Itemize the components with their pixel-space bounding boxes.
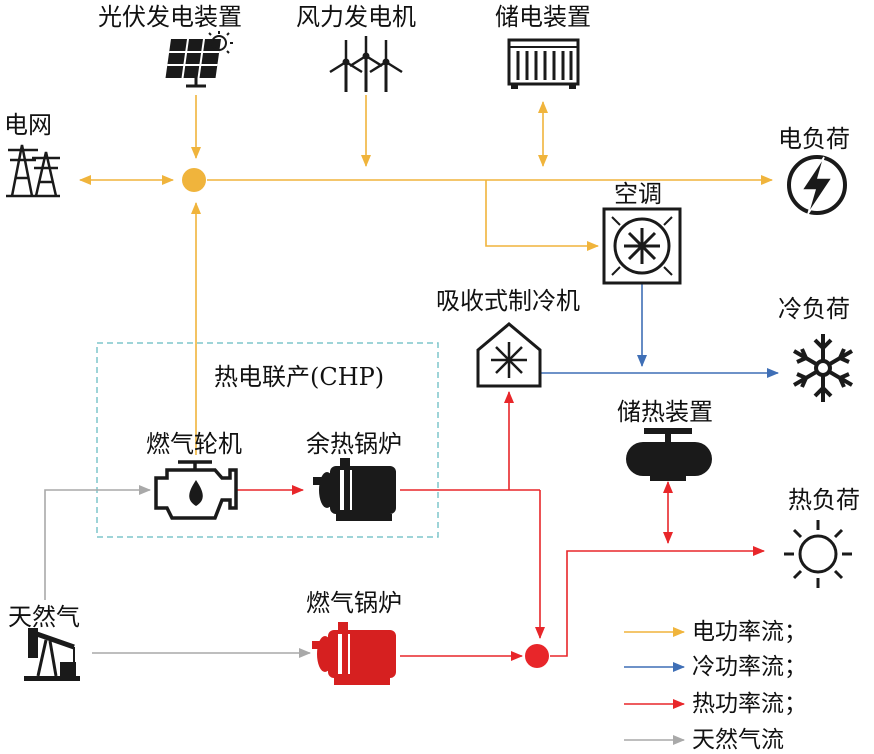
boiler-icon <box>313 458 396 521</box>
snowflake-icon <box>792 334 854 402</box>
electric-flows <box>79 95 773 455</box>
node-to-heat-load <box>550 546 765 657</box>
label-turbine: 燃气轮机 <box>146 430 242 458</box>
legend-heat: 热功率流； <box>692 691 807 717</box>
gas-boiler-icon <box>312 622 396 685</box>
label-heat-storage: 储热装置 <box>617 398 713 426</box>
legend-markers <box>624 627 685 745</box>
wind-turbine-icon <box>329 36 403 92</box>
legend-electric: 电功率流； <box>692 619 807 645</box>
label-wind: 风力发电机 <box>296 3 416 31</box>
label-cold-load: 冷负荷 <box>778 295 850 323</box>
power-tower-icon <box>6 144 60 198</box>
sun-icon <box>784 520 852 588</box>
label-pv: 光伏发电装置 <box>98 3 242 31</box>
label-grid: 电网 <box>4 111 52 139</box>
electric-bus-node <box>182 168 206 192</box>
heat-tank-icon <box>626 428 712 481</box>
gas-flows <box>44 485 311 658</box>
label-heat-load: 热负荷 <box>788 486 860 514</box>
lightning-bolt-icon <box>787 155 847 215</box>
air-conditioner-icon <box>602 207 682 285</box>
gas-to-turbine <box>44 485 151 600</box>
engine-icon <box>154 460 238 520</box>
battery-container-icon <box>507 38 580 89</box>
heat-flows <box>237 391 765 661</box>
legend-gas: 天然气流 <box>692 727 784 753</box>
absorption-chiller-icon <box>476 322 542 388</box>
label-absorption: 吸收式制冷机 <box>436 287 580 315</box>
label-natural-gas: 天然气 <box>8 603 80 631</box>
cold-flows <box>540 284 779 378</box>
heat-bus-node <box>525 644 549 668</box>
label-storage: 储电装置 <box>495 3 591 31</box>
label-ac: 空调 <box>614 180 662 208</box>
label-waste-heat-boiler: 余热锅炉 <box>306 430 402 458</box>
label-chp: 热电联产(CHP) <box>214 363 385 391</box>
label-elec-load: 电负荷 <box>778 125 850 153</box>
legend-cold: 冷功率流； <box>692 654 807 680</box>
label-gas-boiler: 燃气锅炉 <box>306 589 402 617</box>
bus-to-ac <box>485 180 599 251</box>
solar-panel-icon <box>165 31 233 88</box>
chp-boundary <box>96 342 439 538</box>
oil-pump-icon <box>24 628 80 681</box>
